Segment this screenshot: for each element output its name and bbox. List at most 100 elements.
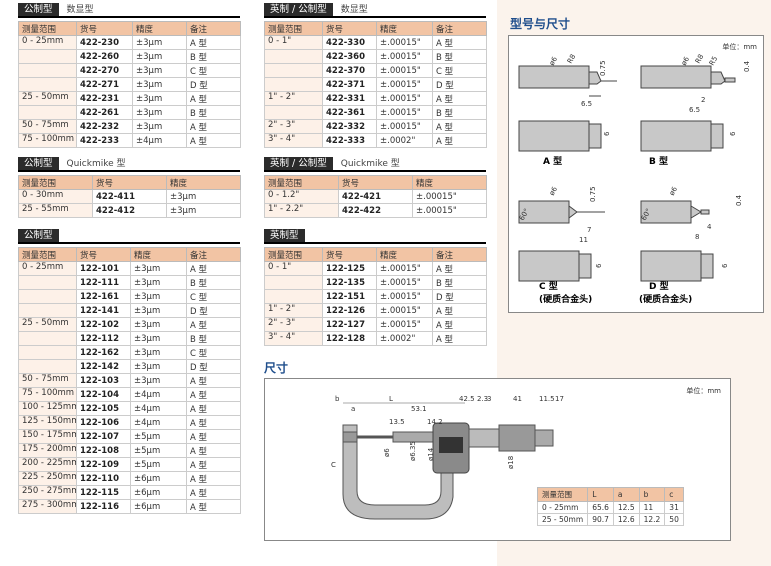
remark-cell: A 型 <box>432 261 487 276</box>
remark-cell: C 型 <box>186 345 241 360</box>
section-tag: 英制 / 公制型 <box>264 157 333 170</box>
range-cell: 50 - 75mm <box>18 373 77 388</box>
accuracy-cell: ±3µm <box>130 303 187 318</box>
svg-text:6: 6 <box>595 263 603 268</box>
range-cell: 0 - 1.2" <box>264 189 339 204</box>
type-b-top-view: ø6 R8 R5 0.4 2 6.5 <box>640 53 751 114</box>
range-cell: 1" - 2" <box>264 303 323 318</box>
type-c-side-view: 6 <box>518 250 603 282</box>
accuracy-cell: ±.00015" <box>412 189 487 204</box>
range-cell <box>18 359 77 374</box>
sleeve <box>468 428 500 448</box>
range-cell: 25 - 50mm <box>18 91 77 106</box>
accuracy-cell: ±3µm <box>166 203 241 218</box>
spindle-sleeve <box>392 431 434 443</box>
section-tag: 英制型 <box>264 229 305 242</box>
range-cell: 3" - 4" <box>264 331 323 346</box>
range-cell: 225 - 250mm <box>18 471 77 486</box>
dimension-cell: 12.6 <box>612 513 640 526</box>
accuracy-cell: ±3µm <box>132 35 187 50</box>
model-diagram-panel: 单位：mm 6.5 ø6 R8 0.75 6 A 型 ø6 R8 R5 0.4 <box>508 35 764 313</box>
dimension-cell: 25 - 50mm <box>536 513 589 526</box>
code-cell: 422-233 <box>76 133 133 148</box>
remark-cell: D 型 <box>186 77 241 92</box>
remark-cell: A 型 <box>186 119 241 134</box>
svg-text:ø6: ø6 <box>548 55 560 67</box>
section-tag: 公制型 <box>18 157 59 170</box>
section-header: 英制型 <box>264 228 486 244</box>
range-cell <box>18 105 77 120</box>
column-header: 精度 <box>166 175 241 190</box>
code-cell: 122-109 <box>76 457 131 472</box>
range-cell: 75 - 100mm <box>18 387 77 402</box>
accuracy-cell: ±4µm <box>130 415 187 430</box>
accuracy-cell: ±.00015" <box>412 203 487 218</box>
column-header: 货号 <box>92 175 167 190</box>
remark-cell: B 型 <box>186 275 241 290</box>
code-cell: 422-333 <box>322 133 377 148</box>
dimensions-title: 尺寸 <box>264 361 289 375</box>
table-row: 2" - 3"422-332±.00015"A 型 <box>264 119 487 134</box>
accuracy-cell: ±3µm <box>130 373 187 388</box>
remark-cell: B 型 <box>432 275 487 290</box>
column-header: 货号 <box>322 247 377 262</box>
accuracy-cell: ±3µm <box>130 345 187 360</box>
code-cell: 122-126 <box>322 303 377 318</box>
accuracy-cell: ±3µm <box>132 63 187 78</box>
accuracy-cell: ±.00015" <box>376 289 433 304</box>
anvil-shapes-diagram: 单位：mm 6.5 ø6 R8 0.75 6 A 型 ø6 R8 R5 0.4 <box>518 42 757 305</box>
code-cell: 122-128 <box>322 331 377 346</box>
code-cell: 122-106 <box>76 415 131 430</box>
accuracy-cell: ±3µm <box>130 359 187 374</box>
svg-text:L: L <box>389 395 393 403</box>
svg-text:53.1: 53.1 <box>411 405 427 413</box>
svg-text:13.5: 13.5 <box>389 418 405 426</box>
remark-cell: A 型 <box>432 331 487 346</box>
range-cell: 75 - 100mm <box>18 133 77 148</box>
column-header: 测量范围 <box>536 487 589 502</box>
code-cell: 122-110 <box>76 471 131 486</box>
section-header: 公制型 Quickmike 型 <box>18 156 240 172</box>
accuracy-cell: ±.0002" <box>376 133 433 148</box>
accuracy-cell: ±.00015" <box>376 303 433 318</box>
svg-text:a: a <box>351 405 355 413</box>
accuracy-cell: ±.00015" <box>376 119 433 134</box>
remark-cell: C 型 <box>186 289 241 304</box>
table-row: 422-361±.00015"B 型 <box>264 105 487 120</box>
column-header: c <box>664 487 684 502</box>
dimension-cell: 90.7 <box>587 513 614 526</box>
svg-text:b: b <box>335 395 340 403</box>
remark-cell: A 型 <box>186 387 241 402</box>
column-header: 备注 <box>186 21 241 36</box>
range-cell: 50 - 75mm <box>18 119 77 134</box>
accuracy-cell: ±3µm <box>166 189 241 204</box>
range-cell: 0 - 1" <box>264 35 323 50</box>
code-cell: 422-360 <box>322 49 377 64</box>
svg-text:7: 7 <box>587 226 591 234</box>
section-tag: 公制型 <box>18 229 59 242</box>
code-cell: 122-104 <box>76 387 131 402</box>
code-cell: 122-135 <box>322 275 377 290</box>
remark-cell: A 型 <box>186 499 241 514</box>
section-subtitle: 数显型 <box>340 5 368 15</box>
column-header: 测量范围 <box>264 175 339 190</box>
range-cell: 25 - 55mm <box>18 203 93 218</box>
accuracy-cell: ±3µm <box>130 289 187 304</box>
section-subtitle: Quickmike 型 <box>340 159 400 169</box>
svg-text:6: 6 <box>603 131 611 136</box>
code-cell: 422-270 <box>76 63 133 78</box>
